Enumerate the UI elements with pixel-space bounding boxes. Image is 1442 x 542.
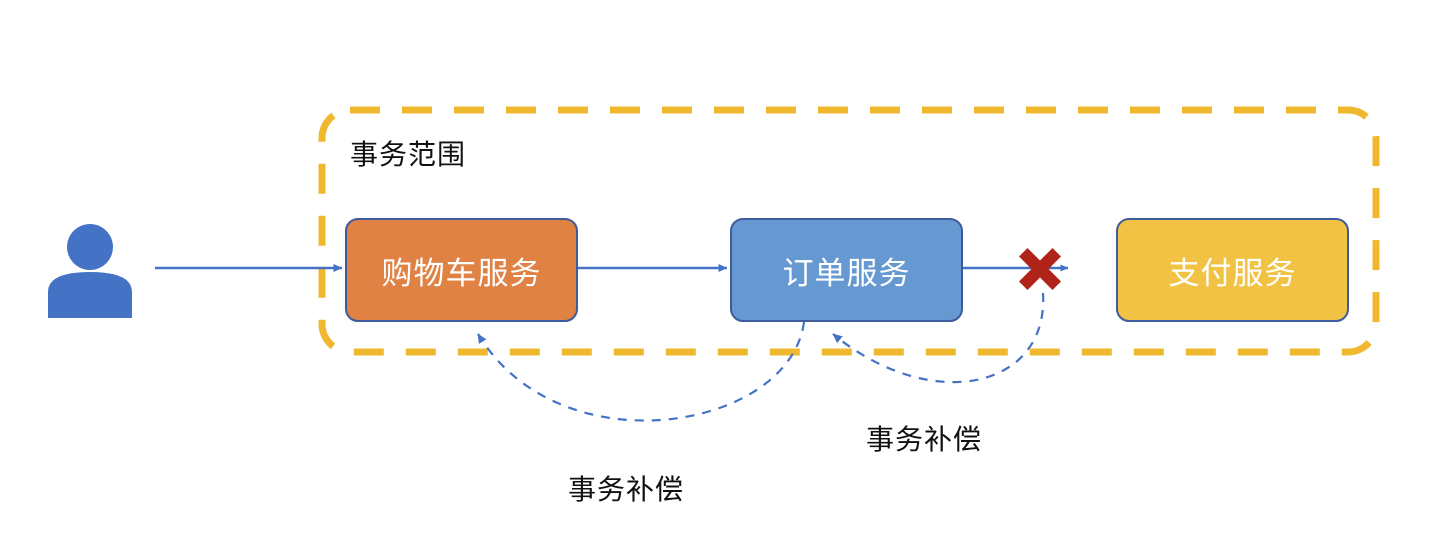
compensation-label-right: 事务补偿 <box>866 424 983 455</box>
compensation-curve-fail-to-order <box>832 292 1045 384</box>
service-node-payment[interactable]: 支付服务 <box>1116 218 1349 322</box>
compensation-curve-order-to-cart <box>477 321 806 422</box>
service-node-cart[interactable]: 购物车服务 <box>345 218 578 322</box>
user-icon <box>48 224 132 318</box>
transaction-scope-boundary <box>318 106 1380 356</box>
service-node-order[interactable]: 订单服务 <box>730 218 963 322</box>
compensation-label-left: 事务补偿 <box>568 474 685 505</box>
red-x-icon <box>1019 248 1061 290</box>
transaction-scope-label: 事务范围 <box>350 139 467 170</box>
